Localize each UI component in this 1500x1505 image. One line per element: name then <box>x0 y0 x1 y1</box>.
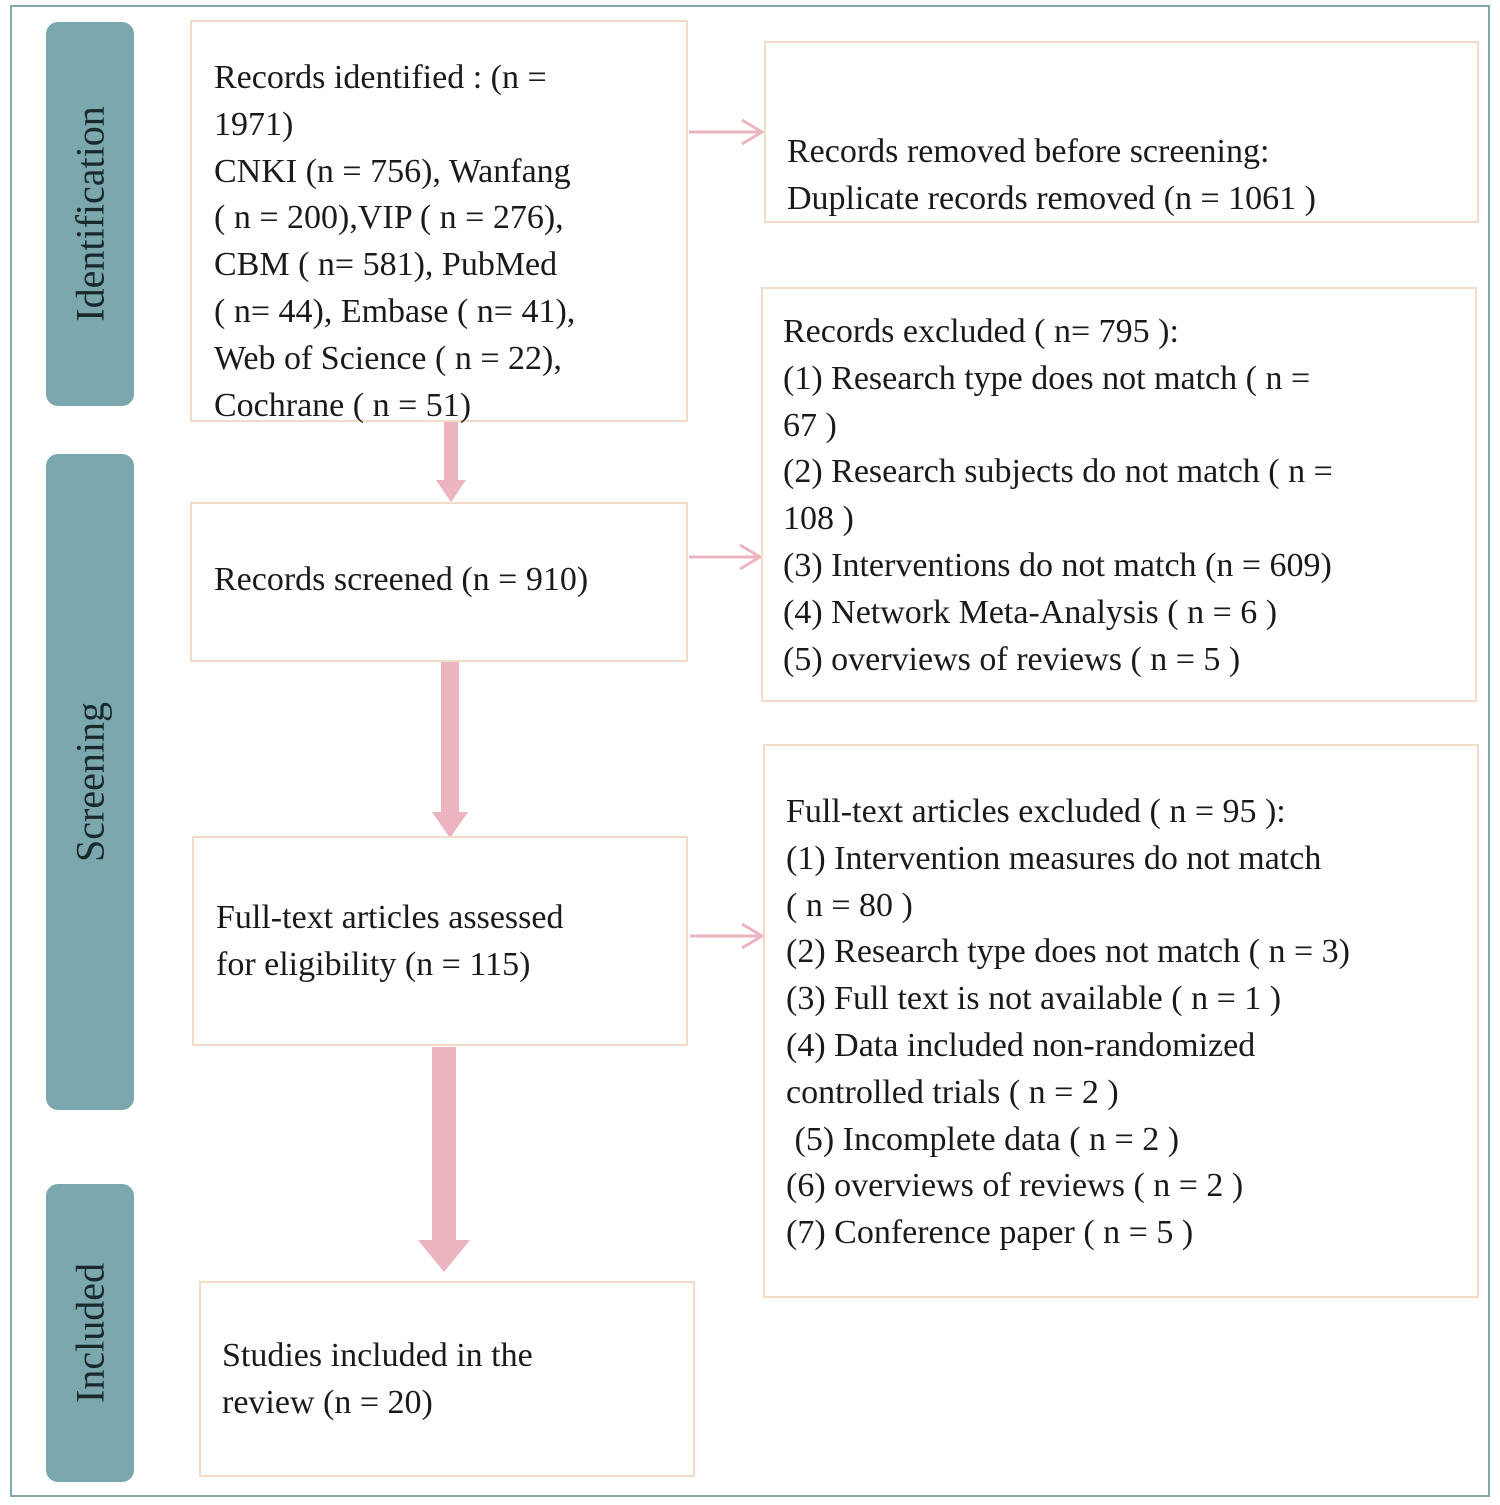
records-identified-box: Records identified : (n = 1971) CNKI (n … <box>190 20 688 424</box>
fulltext-assessed-line: Full-text articles assessed <box>216 899 564 936</box>
records-removed-line: Duplicate records removed (n = 1061 ) <box>787 179 1316 217</box>
arrow-down-1-shaft <box>444 422 458 484</box>
studies-included-line: Studies included in the <box>222 1337 533 1374</box>
arrow-right-1-head <box>741 118 765 146</box>
fulltext-excluded-line: (4) Data included non-randomized <box>786 1026 1256 1064</box>
arrow-down-3-head <box>418 1240 470 1272</box>
fulltext-assessed-line: for eligibility (n = 115) <box>216 945 531 983</box>
studies-included-line: review (n = 20) <box>222 1383 433 1421</box>
fulltext-excluded-line: ( n = 80 ) <box>786 886 913 924</box>
arrow-down-3-shaft <box>432 1047 456 1243</box>
records-identified-line: Cochrane ( n = 51) <box>214 386 472 424</box>
fulltext-excluded-line: Full-text articles excluded ( n = 95 ): <box>786 793 1286 830</box>
arrow-down-2-shaft <box>441 662 459 816</box>
records-excluded-box: Records excluded ( n= 795 ): (1) Researc… <box>761 287 1477 702</box>
records-identified-line: CBM ( n= 581), PubMed <box>214 246 558 284</box>
records-screened-box: Records screened (n = 910) <box>190 502 688 662</box>
arrow-down-1-head <box>436 480 466 502</box>
fulltext-excluded-line: controlled trials ( n = 2 ) <box>786 1073 1119 1111</box>
fulltext-excluded-box: Full-text articles excluded ( n = 95 ): … <box>763 744 1479 1298</box>
records-excluded-line: Records excluded ( n= 795 ): <box>783 313 1179 350</box>
records-identified-line: Web of Science ( n = 22), <box>214 339 562 377</box>
diagram-frame <box>10 5 1490 1497</box>
fulltext-excluded-line: (5) Incomplete data ( n = 2 ) <box>786 1120 1180 1158</box>
fulltext-excluded-line: (6) overviews of reviews ( n = 2 ) <box>786 1167 1244 1205</box>
records-excluded-line: (5) overviews of reviews ( n = 5 ) <box>783 640 1241 678</box>
records-identified-line: ( n = 200),VIP ( n = 276), <box>214 199 564 237</box>
fulltext-assessed-box: Full-text articles assessed for eligibil… <box>192 836 688 1046</box>
records-identified-line: ( n= 44), Embase ( n= 41), <box>214 292 576 330</box>
records-identified-line: CNKI (n = 756), Wanfang <box>214 152 571 190</box>
records-identified-line: 1971) <box>214 105 294 143</box>
arrow-right-3-head <box>741 922 765 950</box>
arrow-down-2-head <box>432 812 468 838</box>
phase-identification: Identification <box>46 22 134 406</box>
records-excluded-line: 67 ) <box>783 406 837 444</box>
records-identified-line: Records identified : (n = <box>214 59 547 96</box>
fulltext-excluded-line: (2) Research type does not match ( n = 3… <box>786 933 1350 971</box>
records-excluded-line: (3) Interventions do not match (n = 609) <box>783 546 1332 584</box>
arrow-right-2-head <box>739 543 763 571</box>
fulltext-excluded-line: (3) Full text is not available ( n = 1 ) <box>786 980 1282 1018</box>
records-excluded-line: (2) Research subjects do not match ( n = <box>783 453 1333 491</box>
records-excluded-line: 108 ) <box>783 500 854 538</box>
records-screened-line: Records screened (n = 910) <box>214 561 589 598</box>
records-removed-line: Records removed before screening: <box>787 133 1270 170</box>
fulltext-excluded-line: (7) Conference paper ( n = 5 ) <box>786 1214 1194 1252</box>
records-excluded-line: (1) Research type does not match ( n = <box>783 359 1311 397</box>
records-excluded-line: (4) Network Meta-Analysis ( n = 6 ) <box>783 593 1278 631</box>
phase-included: Included <box>46 1184 134 1482</box>
fulltext-excluded-line: (1) Intervention measures do not match <box>786 839 1322 877</box>
records-removed-box: Records removed before screening: Duplic… <box>764 41 1479 223</box>
phase-screening: Screening <box>46 454 134 1110</box>
studies-included-box: Studies included in the review (n = 20) <box>199 1281 695 1477</box>
